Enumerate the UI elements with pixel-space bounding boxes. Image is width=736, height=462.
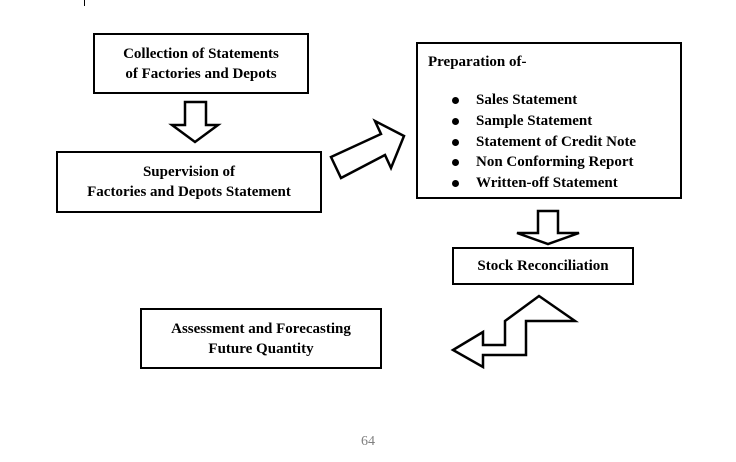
list-item: Sample Statement <box>452 111 680 132</box>
supervision-line-2: Factories and Depots Statement <box>87 184 291 200</box>
list-item: Written-off Statement <box>452 173 680 194</box>
list-item: Non Conforming Report <box>452 152 680 173</box>
list-item: Statement of Credit Note <box>452 132 680 153</box>
collection-line-1: Collection of Statements <box>123 45 279 62</box>
list-item-label: Sales Statement <box>476 92 578 108</box>
bullet-icon <box>452 159 459 167</box>
arrow-diagonal-supervision-to-preparation <box>329 118 406 180</box>
collection-line-2: of Factories and Depots <box>125 65 277 82</box>
preparation-box: Preparation of- Sales Statement Sample S… <box>416 42 682 199</box>
bullet-icon <box>452 180 459 188</box>
bullet-icon <box>452 117 459 125</box>
supervision-line-1: Supervision of <box>142 164 236 180</box>
supervision-box: Supervision of Factories and Depots Stat… <box>56 151 322 213</box>
stock-label: Stock Reconciliation <box>477 258 609 274</box>
page-number: 64 <box>361 434 375 449</box>
bullet-icon <box>452 138 459 146</box>
list-item-label: Non Conforming Report <box>476 154 634 171</box>
list-item: Sales Statement <box>452 90 680 111</box>
list-item-label: Written-off Statement <box>476 175 618 192</box>
assessment-line-2: Future Quantity <box>208 340 314 357</box>
assessment-line-1: Assessment and Forecasting <box>171 320 351 337</box>
arrow-down-collection-to-supervision <box>168 100 222 144</box>
stock-reconciliation-box: Stock Reconciliation <box>452 247 634 285</box>
assessment-forecasting-box: Assessment and Forecasting Future Quanti… <box>140 308 382 369</box>
collection-statements-box: Collection of Statements of Factories an… <box>93 33 309 94</box>
preparation-title: Preparation of- <box>428 54 527 70</box>
list-item-label: Statement of Credit Note <box>476 133 637 150</box>
preparation-list: Sales Statement Sample Statement Stateme… <box>428 90 680 194</box>
page-top-tick <box>84 0 85 6</box>
list-item-label: Sample Statement <box>476 112 593 129</box>
arrow-bent-stock-to-assessment <box>450 294 579 370</box>
bullet-icon <box>452 97 459 104</box>
arrow-down-preparation-to-stock <box>516 209 580 246</box>
